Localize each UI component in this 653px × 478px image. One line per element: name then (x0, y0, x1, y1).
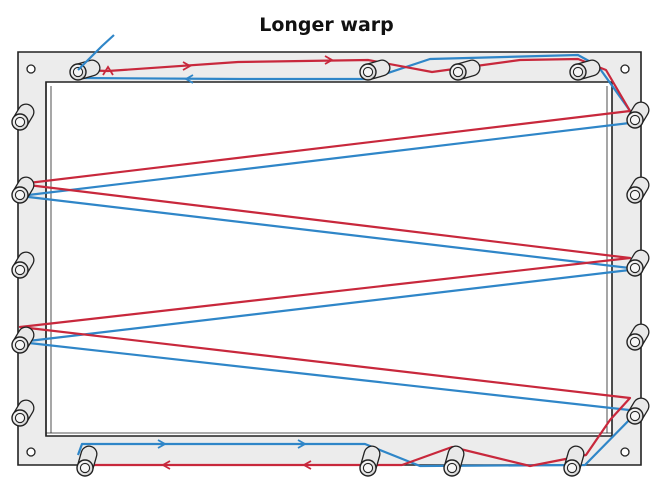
peg (626, 323, 650, 351)
peg (443, 445, 465, 477)
peg (11, 103, 35, 131)
peg (11, 176, 35, 204)
peg (626, 176, 650, 204)
direction-arrow-icon (157, 439, 167, 449)
bolt-hole (26, 64, 36, 74)
bolt-hole (620, 64, 630, 74)
direction-arrow-icon (184, 74, 194, 84)
peg (11, 399, 35, 427)
direction-arrow-icon (324, 55, 334, 65)
peg (626, 101, 650, 129)
warp-thread-blue (18, 53, 640, 468)
warp-thread-red (18, 57, 632, 468)
direction-arrow-icon (182, 61, 192, 71)
peg (626, 249, 650, 277)
peg (69, 59, 101, 81)
direction-arrow-icon (297, 439, 307, 449)
peg (563, 445, 585, 477)
peg (626, 397, 650, 425)
diagram-title: Longer warp (259, 14, 394, 36)
peg (359, 445, 381, 477)
peg (359, 59, 391, 81)
direction-arrow-icon (102, 65, 114, 76)
bolt-hole (620, 447, 630, 457)
peg (11, 251, 35, 279)
warp-thread-start (77, 34, 115, 71)
direction-arrow-icon (161, 460, 171, 470)
peg (449, 59, 481, 81)
direction-arrow-icon (302, 460, 312, 470)
peg (76, 445, 98, 477)
peg (569, 59, 601, 81)
peg (11, 326, 35, 354)
bolt-hole (26, 447, 36, 457)
